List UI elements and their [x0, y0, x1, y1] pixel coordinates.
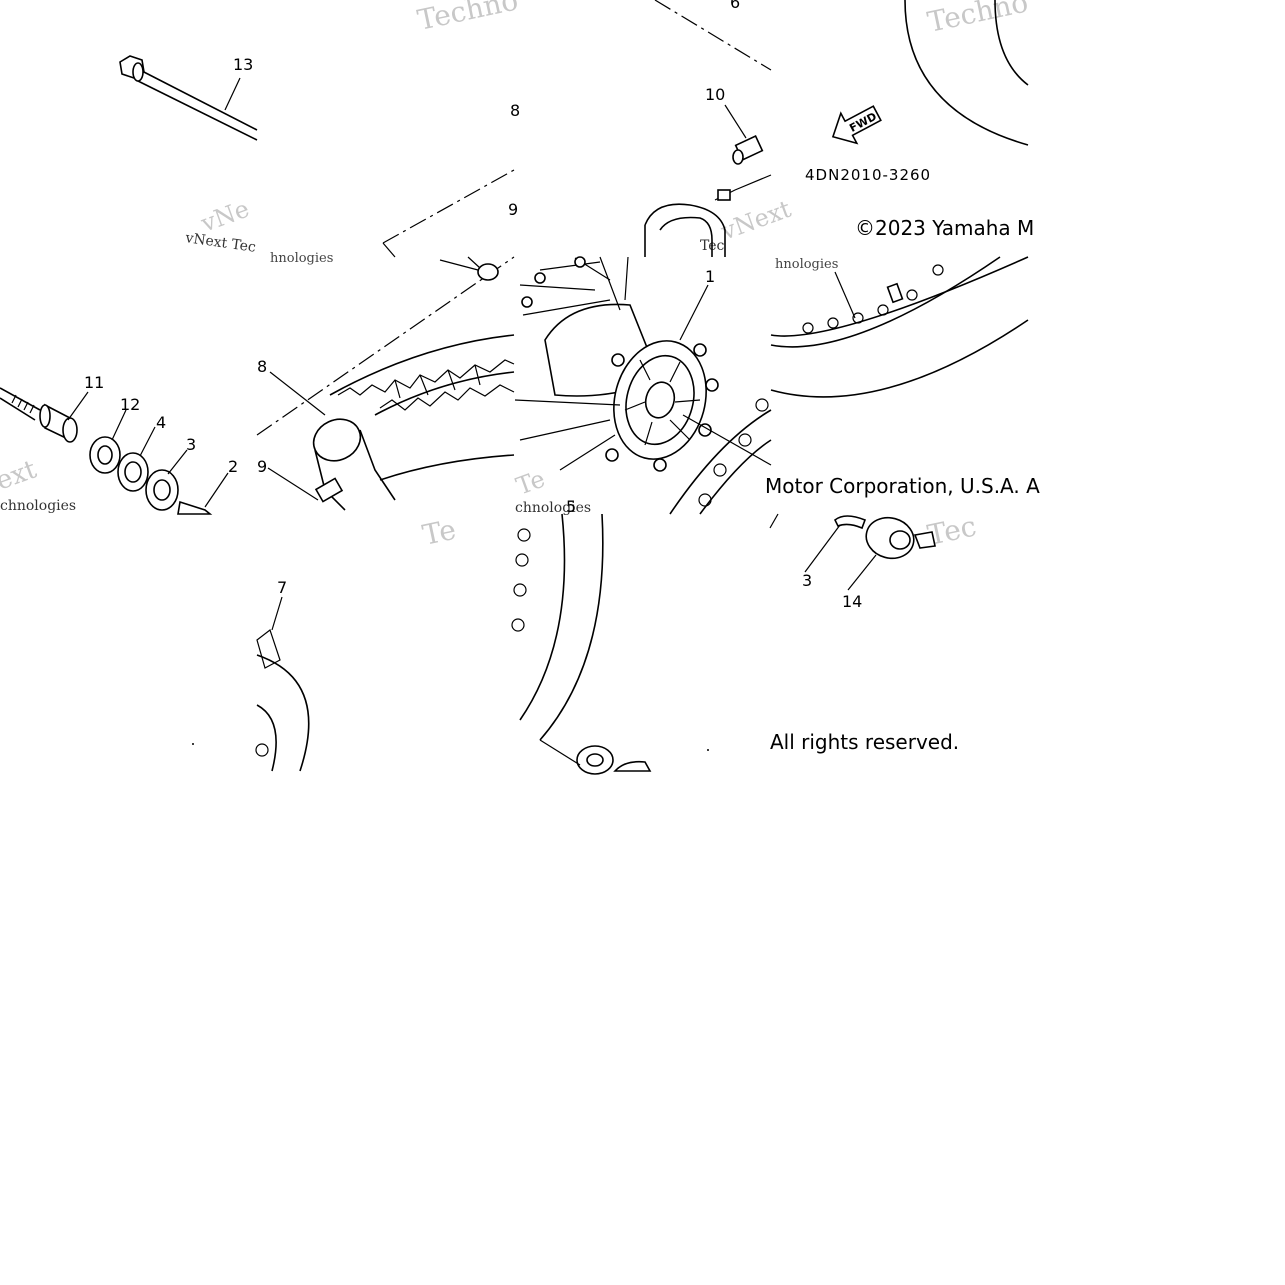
watermark: vNext — [717, 195, 795, 246]
copyright-line-1: ©2023 Yamaha M — [855, 216, 1034, 240]
copyright-line-2: Motor Corporation, U.S.A. A — [765, 474, 1040, 498]
valve-parts — [644, 0, 772, 257]
watermark: Techno — [925, 0, 1031, 39]
callout-2: 2 — [228, 457, 238, 476]
callout-3b: 3 — [802, 571, 812, 590]
callout-11: 11 — [84, 373, 104, 392]
front-axle — [119, 55, 258, 141]
part-code: 4DN2010-3260 — [805, 166, 931, 184]
fwd-arrow-icon: FWD — [831, 105, 882, 145]
speedometer-gear: All rights reserved. — [769, 513, 959, 754]
tire-lower-left — [255, 596, 310, 772]
watermark: chnologies — [0, 498, 76, 514]
watermark: Te — [420, 513, 459, 552]
watermark: hnologies — [775, 257, 838, 272]
watermark: vNe — [197, 195, 253, 238]
callout-10: 10 — [705, 85, 725, 104]
callout-13: 13 — [233, 55, 253, 74]
stray-dot — [192, 743, 194, 745]
callout-8: 8 — [257, 357, 267, 376]
callout-14: 14 — [842, 592, 862, 611]
callout-numbers: 13 6 10 11 12 4 3 2 8 9 1 7 3 14 5 — [84, 0, 862, 611]
watermark: hnologies — [270, 251, 333, 266]
tire-tread — [256, 256, 515, 511]
wheel-hub — [514, 256, 772, 515]
watermark: chnologies — [515, 500, 591, 516]
watermark: Techno — [415, 0, 521, 37]
callout-6: 6 — [730, 0, 740, 12]
callout-1: 1 — [705, 267, 715, 286]
callout-5: 5 — [566, 497, 576, 516]
bearing-stack — [0, 387, 229, 515]
callout-12: 12 — [120, 395, 140, 414]
callout-9: 9 — [257, 457, 267, 476]
watermark: vNext Tec — [183, 230, 256, 256]
watermark: Te — [512, 465, 548, 501]
tire-top-right: FWD 4DN2010-3260 ©2023 Yamaha M — [805, 0, 1034, 240]
stray-dot — [707, 749, 709, 751]
copyright-line-3: All rights reserved. — [770, 730, 959, 754]
callout-4: 4 — [156, 413, 166, 432]
tile-top-center: 8 9 — [382, 101, 520, 258]
callout-7: 7 — [277, 578, 287, 597]
watermark-layer: Techno vNext Tec hnologies vNe Techno vN… — [0, 0, 1031, 552]
callout-3: 3 — [186, 435, 196, 454]
svg-text:9: 9 — [508, 200, 518, 219]
tire-lower-center — [511, 513, 652, 775]
rim-right: Motor Corporation, U.S.A. A — [765, 256, 1040, 498]
watermark: ext — [0, 454, 41, 496]
svg-text:8: 8 — [510, 101, 520, 120]
